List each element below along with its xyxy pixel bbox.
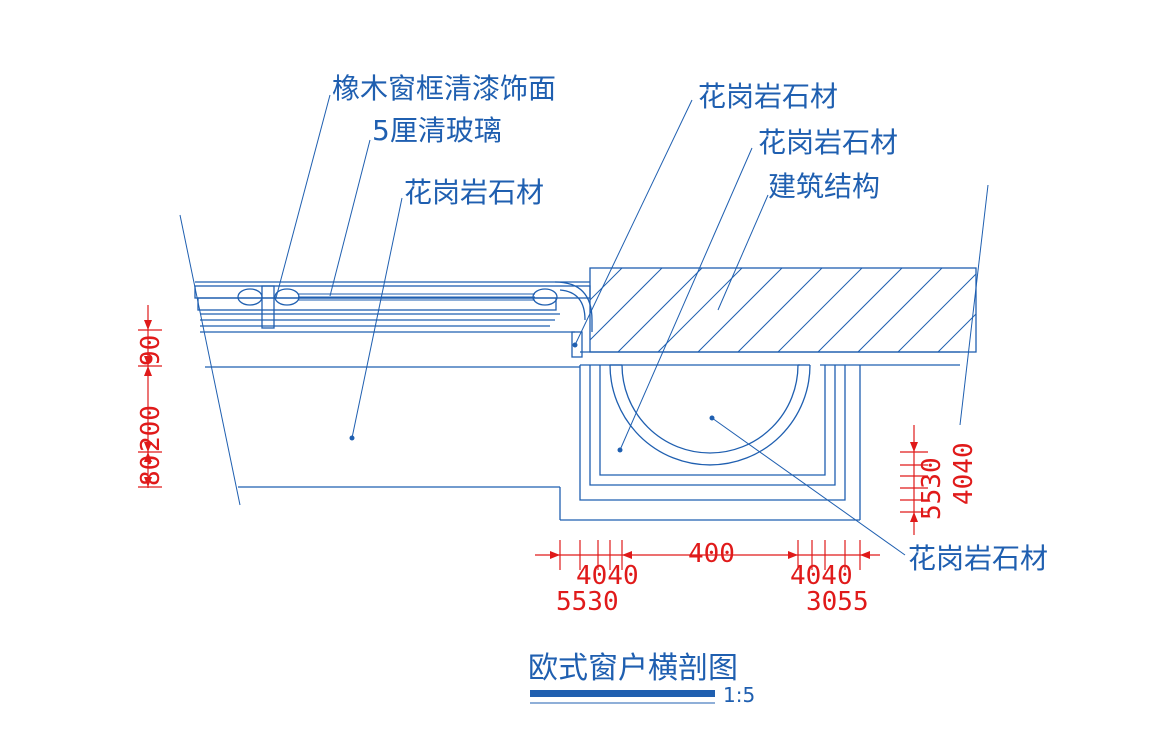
- dim-bottom-4040-a: 4040: [576, 561, 639, 591]
- label-granite-left: 花岗岩石材: [404, 176, 544, 209]
- building-structure-hatched: [589, 267, 977, 353]
- label-granite-mid: 花岗岩石材: [758, 126, 898, 159]
- bottom-dimension-chain: [535, 540, 880, 570]
- label-granite-right: 花岗岩石材: [908, 542, 1048, 575]
- dim-bottom-5530-a: 5530: [556, 587, 619, 617]
- title-underline-thick: [530, 690, 715, 697]
- right-dimension-chain: [900, 425, 928, 535]
- dim-right-4040: 4040: [949, 442, 979, 505]
- dim-left-90: 90: [136, 335, 166, 366]
- label-oak-frame: 橡木窗框清漆饰面: [332, 72, 556, 105]
- lower-granite-profile: [579, 351, 960, 501]
- dim-right-5530: 5530: [917, 457, 947, 520]
- leader-lines: [275, 94, 906, 556]
- left-break-line: [179, 214, 241, 506]
- label-glass: 5厘清玻璃: [372, 114, 502, 147]
- dim-bottom-4040-b: 4040: [790, 561, 853, 591]
- window-frame: [194, 281, 593, 358]
- label-granite-top: 花岗岩石材: [698, 80, 838, 113]
- dim-bottom-400: 400: [688, 539, 735, 569]
- dim-left-80: 80: [136, 455, 166, 486]
- right-break-line: [959, 184, 989, 426]
- drawing-scale: 1:5: [723, 683, 755, 707]
- label-structure: 建筑结构: [768, 170, 880, 203]
- drawing-title: 欧式窗户横剖图: [528, 651, 738, 686]
- dim-bottom-3055: 3055: [806, 587, 869, 617]
- dim-left-200: 200: [136, 405, 166, 452]
- left-dimension-chain: [138, 305, 162, 488]
- left-granite-sill: [195, 281, 861, 521]
